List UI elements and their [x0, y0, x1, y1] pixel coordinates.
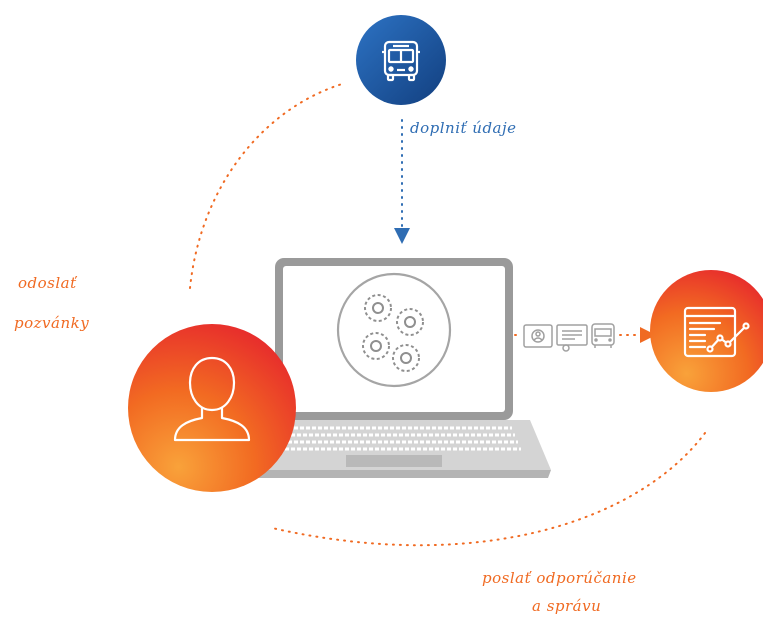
- report-chart-icon: [683, 306, 750, 358]
- photo-id-icon: [523, 324, 553, 348]
- user-node: [128, 324, 296, 492]
- label-send-invites-line2: pozvánky: [14, 314, 90, 332]
- label-fill-data: doplniť údaje: [410, 119, 517, 137]
- gears-icon: [362, 294, 424, 372]
- laptop-touchpad: [346, 455, 442, 467]
- label-send-invites-line1: odoslať: [18, 274, 77, 292]
- connector-user-to-bus: [189, 83, 343, 289]
- bus-node: [356, 15, 446, 105]
- label-send-recommendation-line2: a správu: [532, 597, 602, 615]
- laptop: [237, 258, 551, 478]
- label-send-recommendation-line1: poslať odporúčanie: [482, 569, 637, 587]
- laptop-keyboard: [267, 426, 521, 451]
- bus-icon: [591, 323, 615, 348]
- certificate-icon: [556, 324, 588, 352]
- bus-icon: [382, 40, 420, 82]
- report-node: [650, 270, 763, 392]
- user-icon: [173, 356, 251, 442]
- transfer-icons: [523, 323, 615, 352]
